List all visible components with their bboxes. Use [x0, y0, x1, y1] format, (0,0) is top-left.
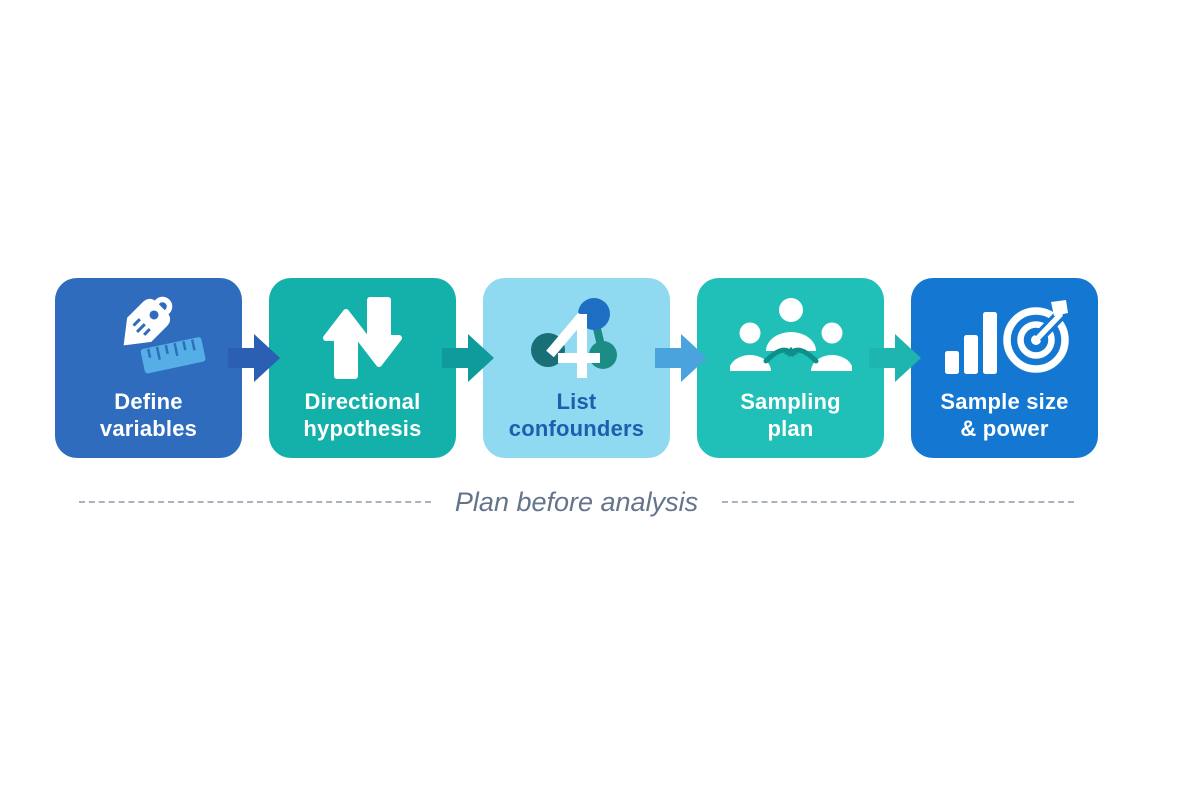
- step-label-line2: plan: [767, 416, 814, 441]
- people-group-icon: [729, 290, 852, 386]
- step-define-variables: Define variables: [55, 278, 242, 458]
- arrow-right-icon: [228, 334, 280, 382]
- step-label-line1: List: [556, 389, 597, 414]
- step-label-line1: Sample size: [940, 389, 1069, 414]
- step-label-line2: & power: [960, 416, 1049, 441]
- dashed-line-right: [722, 501, 1074, 503]
- step-label-line2: variables: [99, 416, 198, 441]
- tag-ruler-icon: [90, 290, 208, 386]
- network-nodes-icon: [522, 290, 632, 386]
- step-label: Directional hypothesis: [303, 388, 421, 442]
- step-list-confounders: List confounders: [483, 278, 670, 458]
- step-label-line1: Sampling: [740, 389, 841, 414]
- step-label-line2: hypothesis: [303, 416, 422, 441]
- step-label-line1: Directional: [304, 389, 421, 414]
- dashed-line-left: [79, 501, 431, 503]
- caption-text: Plan before analysis: [454, 486, 699, 517]
- caption-row: Plan before analysis: [55, 482, 1098, 522]
- arrow-right-icon: [655, 334, 707, 382]
- step-label: Sample size & power: [940, 388, 1068, 442]
- step-sampling-plan: Sampling plan: [697, 278, 884, 458]
- step-label: List confounders: [509, 388, 644, 442]
- step-label: Define variables: [100, 388, 197, 442]
- up-down-arrows-icon: [313, 290, 413, 386]
- process-flow: Define variables Directional hypothesis: [55, 278, 1098, 458]
- step-sample-size-power: Sample size & power: [911, 278, 1098, 458]
- bar-chart-target-icon: [939, 290, 1071, 386]
- step-label-line1: Define: [114, 389, 183, 414]
- step-label-line2: confounders: [508, 416, 645, 441]
- arrow-right-icon: [869, 334, 921, 382]
- step-directional-hypothesis: Directional hypothesis: [269, 278, 456, 458]
- arrow-right-icon: [442, 334, 494, 382]
- step-label: Sampling plan: [740, 388, 841, 442]
